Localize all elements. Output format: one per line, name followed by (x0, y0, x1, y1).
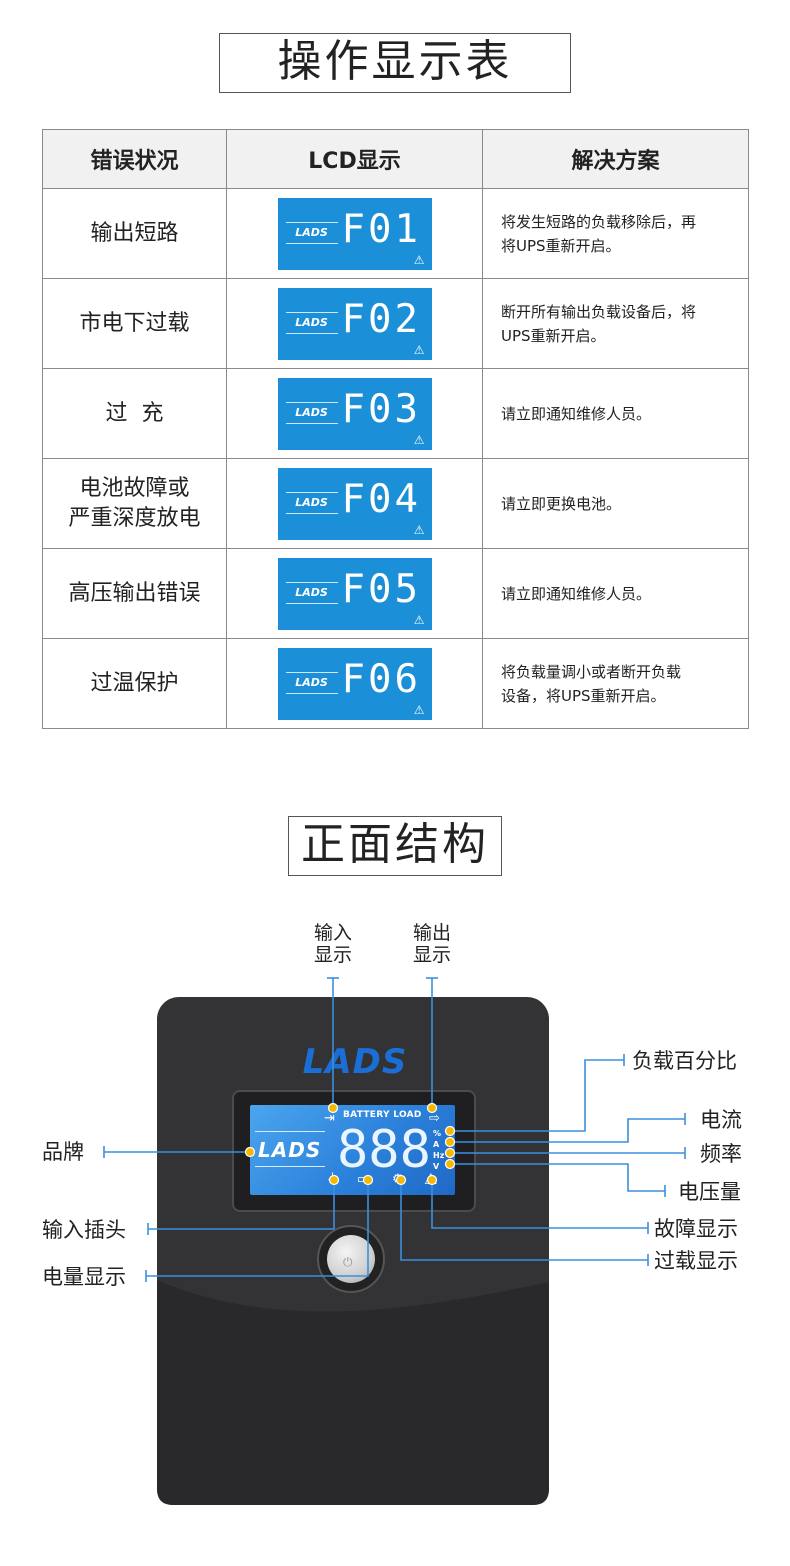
lcd-line (285, 692, 338, 694)
lcd-brand: LADS (295, 315, 328, 329)
error-code: F03 (341, 386, 421, 432)
solution: 请立即通知维修人员。 (482, 548, 749, 639)
lcd-unit-amp: A (433, 1140, 440, 1149)
table-header-row: 错误状况 LCD显示 解决方案 (42, 129, 749, 189)
lcd-brand: LADS (295, 675, 328, 689)
lcd-unit-percent: % (433, 1129, 442, 1138)
power-icon: ⏻ (343, 1255, 353, 1269)
ups-logo: LADS (302, 1042, 408, 1082)
power-button-face[interactable] (327, 1235, 375, 1283)
lcd-unit-hz: Hz (433, 1151, 445, 1160)
solution: 请立即通知维修人员。 (482, 368, 749, 459)
warning-icon: ⚠ (413, 252, 425, 267)
lcd-line (285, 332, 338, 334)
warning-icon: ⚠ (413, 342, 425, 357)
label-input-plug: 输入插头 (42, 1218, 126, 1242)
lcd-line (285, 422, 338, 424)
error-code: F01 (341, 206, 421, 252)
label-battery-display: 电量显示 (42, 1265, 126, 1289)
error-condition: 过温保护 (42, 638, 227, 729)
lcd-code-display: LADS F04⚠ (277, 467, 432, 540)
lcd-display-cell: LADS F06⚠ (226, 638, 483, 729)
lcd-line (285, 581, 338, 583)
label-input-display: 输入 显示 (313, 922, 352, 966)
lcd-line (285, 602, 338, 604)
lcd-brand: LADS (295, 585, 328, 599)
label-overload-display: 过载显示 (654, 1249, 738, 1273)
lcd-battery-load-text: BATTERY LOAD (343, 1110, 422, 1120)
lcd-code-display: LADS F06⚠ (277, 647, 432, 720)
warning-icon: ⚠ (413, 612, 425, 627)
solution: 将负载量调小或者断开负载设备，将UPS重新开启。 (482, 638, 749, 729)
lcd-brand-line-bottom (255, 1166, 325, 1167)
label-load-percent: 负载百分比 (632, 1049, 737, 1073)
lcd-code-display: LADS F01⚠ (277, 197, 432, 270)
lcd-code-display: LADS F03⚠ (277, 377, 432, 450)
lcd-display-cell: LADS F03⚠ (226, 368, 483, 459)
warning-icon: ⚠ (413, 702, 425, 717)
section-title-operation-display: 操作显示表 (219, 33, 571, 93)
label-frequency: 频率 (700, 1142, 742, 1166)
lcd-screen (250, 1105, 455, 1195)
output-arrow-icon: ⇨ (429, 1111, 440, 1126)
header-solution: 解决方案 (482, 129, 749, 189)
lcd-brand-line-top (255, 1131, 325, 1132)
error-code: F05 (341, 566, 421, 612)
table-row: 高压输出错误 LADS F05⚠ 请立即通知维修人员。 (42, 548, 749, 639)
section-title-front-structure: 正面结构 (288, 816, 502, 876)
lcd-unit-volt: V (433, 1162, 440, 1171)
lcd-code-display: LADS F05⚠ (277, 557, 432, 630)
lcd-line (285, 401, 338, 403)
lcd-brand: LADS (295, 405, 328, 419)
error-code: F04 (341, 476, 421, 522)
label-output-display: 输出 显示 (412, 922, 451, 966)
label-fault-display: 故障显示 (654, 1217, 738, 1241)
label-brand: 品牌 (42, 1140, 84, 1164)
lcd-line (285, 512, 338, 514)
table-row: 电池故障或严重深度放电 LADS F04⚠ 请立即更换电池。 (42, 458, 749, 549)
lcd-line (285, 311, 338, 313)
warning-icon: ⚠ (413, 522, 425, 537)
lcd-line (285, 491, 338, 493)
error-condition: 高压输出错误 (42, 548, 227, 639)
lcd-line (285, 671, 338, 673)
label-current: 电流 (700, 1108, 742, 1132)
lcd-display-cell: LADS F01⚠ (226, 188, 483, 279)
table-row: 过温保护 LADS F06⚠ 将负载量调小或者断开负载设备，将UPS重新开启。 (42, 638, 749, 729)
lcd-line (285, 221, 338, 223)
error-code: F02 (341, 296, 421, 342)
solution: 将发生短路的负载移除后，再将UPS重新开启。 (482, 188, 749, 279)
lcd-line (285, 242, 338, 244)
header-lcd: LCD显示 (226, 129, 483, 189)
lcd-code-display: LADS F02⚠ (277, 287, 432, 360)
lcd-display-cell: LADS F04⚠ (226, 458, 483, 549)
label-voltage: 电压量 (678, 1180, 741, 1204)
solution: 请立即更换电池。 (482, 458, 749, 549)
lcd-brand: LADS (295, 225, 328, 239)
error-condition: 市电下过载 (42, 278, 227, 369)
warning-icon: ⚠ (413, 432, 425, 447)
lcd-brand: LADS (258, 1138, 322, 1162)
error-condition: 电池故障或严重深度放电 (42, 458, 227, 549)
lcd-digits: 888 (337, 1120, 431, 1180)
ups-lower-panel (157, 1280, 549, 1505)
error-code: F06 (341, 656, 421, 702)
lcd-brand: LADS (295, 495, 328, 509)
input-arrow-icon: ⇥ (324, 1111, 335, 1126)
lcd-display-cell: LADS F05⚠ (226, 548, 483, 639)
